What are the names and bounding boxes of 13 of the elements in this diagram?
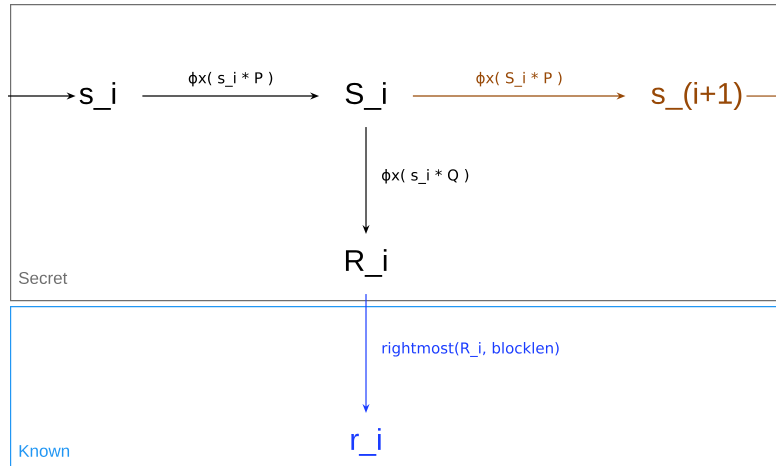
variable-label: s_(i+1): [652, 82, 742, 110]
edge-label: ϕx( s_i * P ): [186, 70, 275, 88]
panel-label: Known: [20, 445, 70, 457]
panel-label: Secret: [18, 272, 68, 284]
edge-label: rightmost(R_i, blocklen): [380, 341, 561, 358]
variable-label: S_i: [346, 82, 386, 110]
variable-label: r_i: [351, 428, 381, 456]
edge-label: ϕx( S_i * P ): [474, 70, 564, 88]
panel: [10, 306, 776, 466]
variable-label: R_i: [346, 249, 386, 277]
variable-label: s_i: [80, 82, 116, 110]
panel: [10, 4, 776, 302]
edge-label: ϕx( s_i * Q ): [380, 168, 471, 185]
